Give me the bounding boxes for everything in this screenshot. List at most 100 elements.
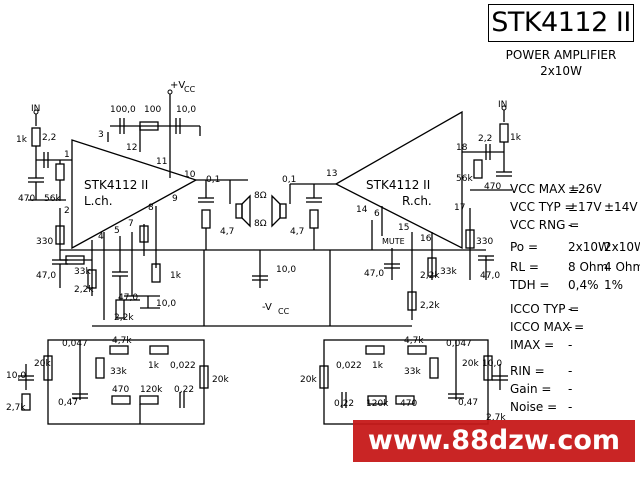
left-c-470: 470 [18, 194, 35, 204]
right-c-47-0-b: 47,0 [364, 269, 384, 279]
right-r-330: 330 [476, 237, 493, 247]
rt-c-0-022: 0,022 [336, 361, 362, 371]
spec-value: - [568, 302, 573, 316]
rt-r-120k: 120k [366, 399, 389, 409]
left-channel-label: L.ch. [84, 194, 113, 208]
right-amplifier-triangle [334, 110, 463, 250]
right-chip-label: STK4112 II [366, 178, 430, 192]
spec-value: - [568, 400, 573, 414]
left-pin-9: 9 [172, 194, 178, 204]
rt-c-0-22: 0,22 [334, 399, 354, 409]
vcc-pos-sub: CC [184, 85, 196, 94]
spec-label: ICCO MAX = [510, 320, 585, 334]
left-c-47-0: 47,0 [36, 271, 56, 281]
right-mute-label: MUTE [382, 237, 405, 246]
spec-label: VCC RNG = [510, 218, 580, 232]
right-channel-labels: STK4112 II R.ch. IN MUTE 13 14 6 15 16 1… [282, 100, 522, 311]
right-input-label: IN [498, 100, 507, 110]
lt-r-2-7k: 2,7k [6, 403, 26, 413]
right-channel-label: R.ch. [402, 194, 432, 208]
right-tone-labels: 0,022 1k 4,7k 0,047 20k 33k 20k 10,0 0,2… [300, 336, 506, 423]
left-r-33k: 33k [74, 267, 91, 277]
left-r-100: 100 [144, 105, 161, 115]
left-pin-8: 8 [148, 203, 154, 213]
right-r-1k: 1k [510, 133, 522, 143]
left-pin-2: 2 [64, 206, 70, 216]
left-pin-4: 4 [98, 232, 104, 242]
right-pin-16: 16 [420, 234, 432, 244]
left-channel-labels: STK4112 II L.ch. IN 1 2 3 4 5 7 8 9 10 1… [16, 104, 267, 323]
rt-pot-20k-b: 20k [300, 375, 317, 385]
vcc-pos-label: +V [170, 80, 185, 91]
spec-value: - [568, 218, 573, 232]
left-output-network [196, 179, 251, 250]
lt-c-0-22: 0,22 [174, 385, 194, 395]
spec-value: 2x10W [568, 240, 610, 254]
left-pin-10: 10 [184, 170, 196, 180]
supply-labels: +V CC -V CC 10,0 [170, 80, 296, 316]
left-r-1k-b: 1k [170, 271, 182, 281]
left-r-56k: 56k [44, 194, 61, 204]
rt-r-470: 470 [400, 399, 417, 409]
left-c-4-7: 4,7 [220, 227, 234, 237]
left-c-10-0-b: 10,0 [176, 105, 196, 115]
supply-c-10-0: 10,0 [276, 265, 296, 275]
left-speaker-8ohm: 8Ω [254, 191, 267, 201]
spec-value-alt: 2x10W [604, 240, 640, 254]
right-c-0-1: 0,1 [282, 175, 296, 185]
watermark-banner: www.88dzw.com [353, 420, 635, 462]
left-pin-12: 12 [126, 143, 137, 153]
rt-r-33k: 33k [404, 367, 421, 377]
left-c-100-0: 100,0 [110, 105, 136, 115]
right-pin-17: 17 [454, 203, 465, 213]
right-r-2-2k: 2,2k [420, 271, 440, 281]
lt-pot-20k-b: 20k [212, 375, 229, 385]
spec-value-alt: 4 Ohm [604, 260, 640, 274]
left-r-2-2k: 2,2k [74, 285, 94, 295]
right-input-network [462, 105, 512, 191]
power-rails [60, 249, 486, 327]
rt-c-10-0: 10,0 [482, 359, 502, 369]
spec-label: VCC TYP = [510, 200, 575, 214]
chip-title: STK4112 II [491, 7, 631, 38]
spec-label: ICCO TYP = [510, 302, 580, 316]
spec-label: RL = [510, 260, 539, 274]
left-pin-3: 3 [98, 130, 104, 140]
left-speaker-8ohm-b: 8Ω [254, 219, 267, 229]
spec-value: 0,4% [568, 278, 599, 292]
spec-label: TDH = [510, 278, 550, 292]
left-chip-label: STK4112 II [84, 178, 148, 192]
left-top-bootstrap [107, 89, 201, 178]
right-c-47-0: 47,0 [480, 271, 500, 281]
rt-c-0-47: 0,47 [458, 398, 478, 408]
left-pin-11: 11 [156, 157, 167, 167]
spec-value: - [568, 338, 573, 352]
left-r-2-2k-b: 2,2k [114, 313, 134, 323]
spec-label: Po = [510, 240, 539, 254]
spec-label: Gain = [510, 382, 552, 396]
vcc-neg-sub: CC [278, 307, 290, 316]
rt-r-1k: 1k [372, 361, 384, 371]
right-pin-15: 15 [398, 223, 409, 233]
lt-r-33k: 33k [110, 367, 127, 377]
lt-c-10-0: 10,0 [6, 371, 26, 381]
left-c-47-0-b: 47,0 [118, 293, 138, 303]
lt-pot-20k: 20k [34, 359, 51, 369]
left-tone-network [18, 339, 209, 425]
lt-r-470: 470 [112, 385, 129, 395]
left-pin-1: 1 [64, 150, 70, 160]
right-pin-14: 14 [356, 205, 368, 215]
spec-value: - [568, 382, 573, 396]
subtitle-line2: 2x10W [540, 64, 582, 78]
left-pin-7: 7 [128, 219, 134, 229]
left-c-10-0: 10,0 [156, 299, 176, 309]
right-r-56k: 56k [456, 174, 473, 184]
right-pin-6: 6 [374, 209, 380, 219]
rt-r-4-7k: 4,7k [404, 336, 424, 346]
lt-c-0-022: 0,022 [170, 361, 196, 371]
left-tone-labels: 0,047 4,7k 20k 33k 1k 0,022 20k 10,0 2,7… [6, 336, 229, 413]
spec-label: VCC MAX = [510, 182, 580, 196]
lt-r-4-7k: 4,7k [112, 336, 132, 346]
